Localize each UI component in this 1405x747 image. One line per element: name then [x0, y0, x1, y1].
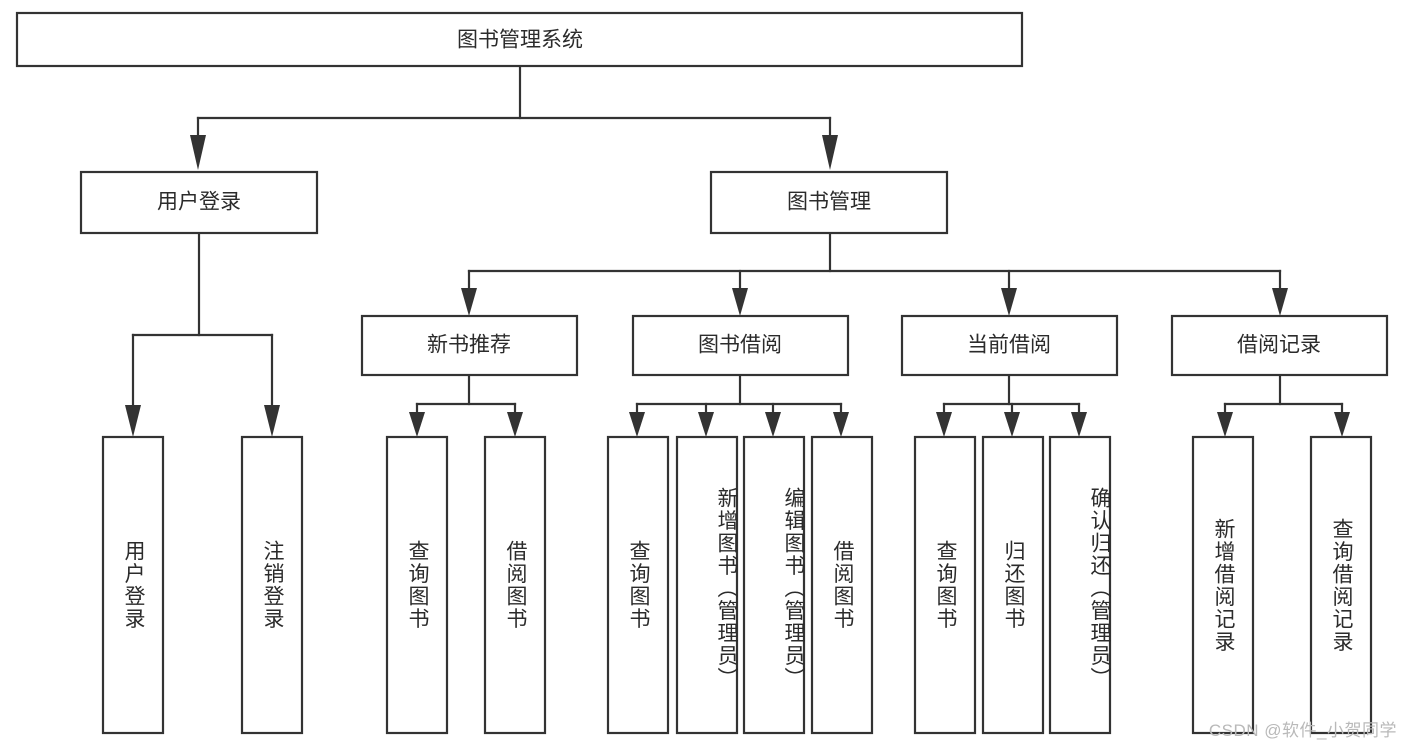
leaf-box-add-borrow-record[interactable] — [1191, 435, 1255, 735]
node-root-system[interactable]: 图书管理系统 — [15, 11, 1024, 68]
leaf-box-query-book-recommend[interactable] — [385, 435, 449, 735]
leaf-box-query-book-borrow[interactable] — [606, 435, 670, 735]
node-user-login-label: 用户登录 — [157, 191, 241, 214]
node-user-login[interactable]: 用户登录 — [79, 170, 319, 235]
leaf-box-borrow-book-recommend[interactable] — [483, 435, 547, 735]
node-book-management-label: 图书管理 — [787, 191, 871, 214]
node-borrow-records-label: 借阅记录 — [1237, 334, 1321, 357]
leaf-box-confirm-return-admin[interactable] — [1048, 435, 1112, 735]
node-new-book-recommend-label: 新书推荐 — [427, 334, 511, 357]
node-book-management[interactable]: 图书管理 — [709, 170, 949, 235]
node-book-borrow[interactable]: 图书借阅 — [631, 314, 850, 377]
leaf-box-return-book[interactable] — [981, 435, 1045, 735]
leaf-box-query-borrow-record[interactable] — [1309, 435, 1373, 735]
leaf-box-edit-book-admin[interactable] — [742, 435, 806, 735]
node-root-label: 图书管理系统 — [457, 29, 583, 52]
node-new-book-recommend[interactable]: 新书推荐 — [360, 314, 579, 377]
connector-borrowrecords-to-leaves — [1217, 373, 1350, 437]
connector-root-to-level2 — [190, 64, 838, 170]
connector-books-to-level3 — [461, 231, 1288, 316]
connector-userlogin-to-leaves — [125, 231, 280, 437]
leaf-box-user-login[interactable] — [101, 435, 165, 735]
csdn-watermark: CSDN @软件_小贺同学 — [1208, 721, 1397, 740]
leaf-box-query-book-current[interactable] — [913, 435, 977, 735]
node-current-borrow-label: 当前借阅 — [967, 334, 1051, 357]
node-borrow-records[interactable]: 借阅记录 — [1170, 314, 1389, 377]
leaf-box-logout[interactable] — [240, 435, 304, 735]
connector-currentborrow-to-leaves — [936, 373, 1087, 437]
node-current-borrow[interactable]: 当前借阅 — [900, 314, 1119, 377]
node-book-borrow-label: 图书借阅 — [698, 334, 782, 357]
leaf-box-borrow-book[interactable] — [810, 435, 874, 735]
leaf-box-add-book-admin[interactable] — [675, 435, 739, 735]
connector-newbook-to-leaves — [409, 373, 523, 437]
connector-bookborrow-to-leaves — [629, 373, 849, 437]
